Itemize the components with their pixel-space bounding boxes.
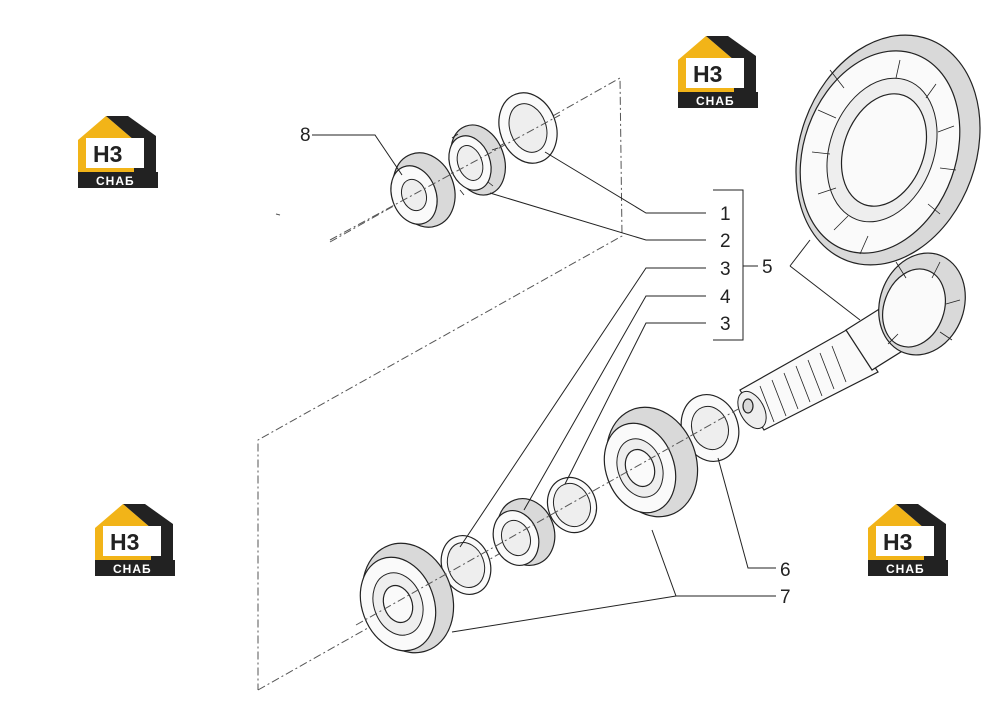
- svg-text:H3: H3: [93, 141, 122, 167]
- callout-2: 2: [720, 231, 731, 252]
- svg-text:H3: H3: [883, 529, 912, 555]
- watermark-logo-top-left: H3 CHAБ: [78, 116, 158, 188]
- part-1-washer: [498, 92, 558, 164]
- part-6-washer: [680, 394, 740, 462]
- part-3-shim-upper: [546, 476, 598, 534]
- part-5-pinion-shaft: [737, 252, 966, 431]
- watermark-logo-bottom-right: H3 CHAБ: [868, 504, 948, 576]
- watermark-logo-top-center: H3 CHAБ: [678, 36, 758, 108]
- svg-text:CHAБ: CHAБ: [696, 94, 735, 108]
- part-7-bearing-cup: [359, 542, 455, 654]
- callout-6: 6: [780, 560, 791, 581]
- part-8-bearing: [390, 152, 456, 228]
- callout-8: 8: [300, 125, 311, 146]
- part-2-nut: [448, 124, 506, 196]
- callout-5: 5: [762, 257, 773, 278]
- callout-3-lower: 3: [720, 314, 731, 335]
- watermark-logo-bottom-left: H3 CHAБ: [95, 504, 175, 576]
- leader-lines: [312, 134, 861, 633]
- axis-line-upper: [329, 114, 561, 241]
- callout-4: 4: [720, 287, 731, 308]
- part-7-bearing-cone: [603, 406, 699, 518]
- svg-text:CHAБ: CHAБ: [96, 174, 135, 188]
- callout-7: 7: [780, 587, 791, 608]
- axis-line-lower: [355, 407, 741, 626]
- svg-text:H3: H3: [693, 61, 722, 87]
- part-5-ring-gear: [795, 34, 981, 266]
- part-4-spacer: [492, 498, 556, 566]
- callout-3-upper: 3: [720, 259, 731, 280]
- svg-text:CHAБ: CHAБ: [113, 562, 152, 576]
- svg-text:CHAБ: CHAБ: [886, 562, 925, 576]
- svg-text:H3: H3: [110, 529, 139, 555]
- callout-1: 1: [720, 204, 731, 225]
